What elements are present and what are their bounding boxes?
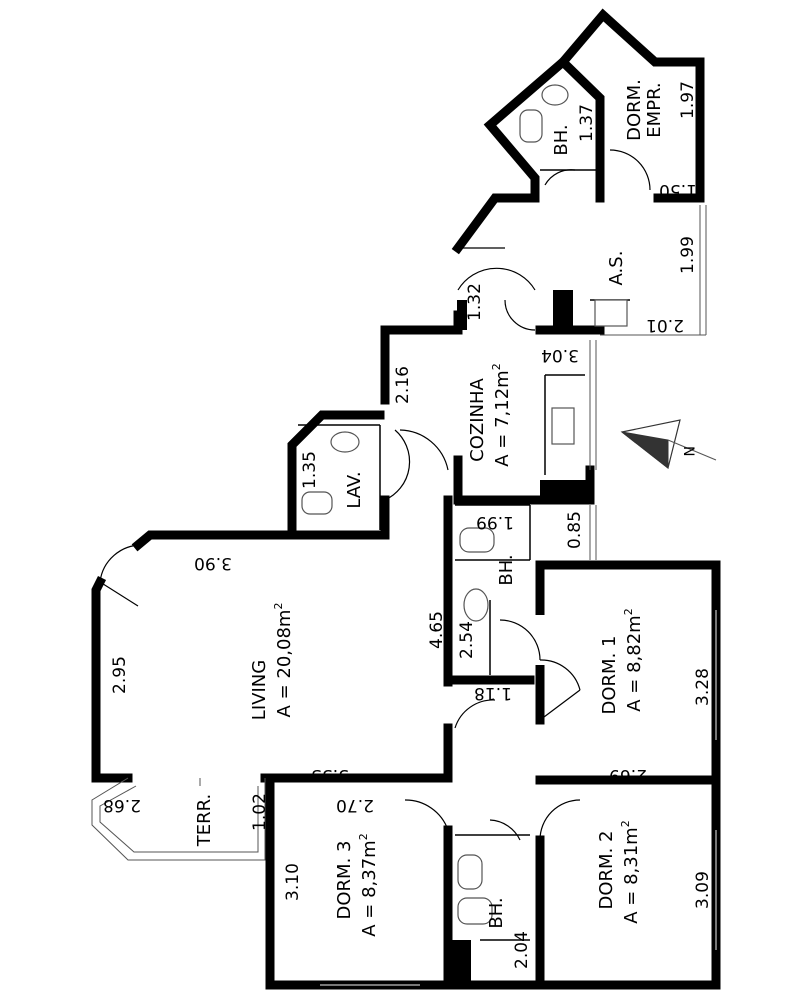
room-name-cozinha: COZINHA — [467, 377, 488, 461]
north-label: N — [680, 446, 696, 456]
door-as — [457, 267, 536, 291]
room-area-dorm2: A = 8,31m2 — [619, 820, 642, 923]
toilet-bh-bottom — [457, 897, 493, 925]
block-cozinha — [540, 480, 590, 502]
door-dorm1 — [539, 659, 581, 691]
room-area-living: A = 20,08m2 — [272, 603, 295, 718]
wall-lav — [287, 410, 385, 540]
toilet-lav — [301, 491, 333, 515]
dim-1-50: 1.50 — [659, 180, 697, 200]
dim-2-54: 2.54 — [457, 621, 477, 659]
wall-living-top — [131, 530, 390, 552]
wall-blocks — [449, 290, 590, 986]
door-dorm2 — [539, 799, 581, 841]
dim-2-04: 2.04 — [512, 931, 532, 969]
sink-lav — [330, 431, 360, 453]
door-hall — [454, 699, 496, 729]
door-bh-mid — [499, 619, 541, 661]
room-name-dorm1: DORM. 1 — [599, 636, 620, 715]
dimension-labels: 3.90 5.53 2.68 2.70 1.99 1.18 2.69 3.04 … — [103, 81, 713, 969]
dim-2-68: 2.68 — [103, 795, 141, 815]
dim-3-90: 3.90 — [194, 553, 232, 573]
room-area-cozinha: A = 7,12m2 — [490, 363, 513, 466]
toilet-bh-mid — [459, 527, 495, 553]
windows — [91, 169, 717, 986]
wall-living-left — [91, 575, 133, 783]
north-arrow-icon: N — [620, 419, 717, 470]
room-name-bh-top: BH. — [551, 124, 572, 155]
door-bh-bottom — [489, 819, 521, 841]
room-name-empr-1: DORM. — [624, 79, 645, 141]
dim-1-18: 1.18 — [474, 683, 512, 703]
room-name-terr: TERR. — [194, 794, 215, 847]
dim-0-85: 0.85 — [565, 511, 585, 549]
door-empr — [609, 149, 651, 191]
dim-1-02: 1.02 — [250, 793, 270, 831]
dim-2-16: 2.16 — [393, 366, 413, 404]
toilet-bh-top — [519, 109, 543, 143]
dim-3-10: 3.10 — [283, 863, 303, 901]
wall-empr — [556, 8, 705, 203]
room-area-dorm3: A = 8,37m2 — [357, 833, 380, 936]
room-labels: LIVING A = 20,08m2 COZINHA A = 7,12m2 DO… — [194, 79, 665, 937]
room-name-living: LIVING — [249, 660, 270, 720]
dim-1-37: 1.37 — [577, 104, 597, 142]
dim-1-99a: 1.99 — [476, 512, 514, 532]
room-area-dorm1: A = 8,82m2 — [622, 608, 645, 711]
room-name-empr-2: EMPR. — [644, 82, 665, 137]
room-name-dorm3: DORM. 3 — [334, 841, 355, 920]
dim-3-28: 3.28 — [693, 668, 713, 706]
sink-bh-bottom — [457, 854, 483, 890]
wall-bh-top — [451, 55, 605, 255]
dim-1-97: 1.97 — [678, 81, 698, 119]
dim-3-09: 3.09 — [693, 871, 713, 909]
fixtures — [301, 84, 628, 925]
block-as — [553, 290, 573, 330]
dim-2-69: 2.69 — [609, 765, 647, 785]
dim-1-32: 1.32 — [465, 283, 485, 321]
room-name-dorm2: DORM. 2 — [596, 831, 617, 910]
room-name-bh-mid: BH. — [496, 554, 517, 585]
sink-bh-mid — [463, 588, 489, 622]
sink-bh-top — [541, 84, 569, 106]
dim-3-04: 3.04 — [541, 345, 579, 365]
door-entry — [99, 544, 143, 583]
door-cozinha — [399, 429, 449, 471]
dim-1-99b: 1.99 — [678, 236, 698, 274]
door-dorm3 — [404, 799, 449, 831]
dim-2-70: 2.70 — [336, 795, 374, 815]
room-name-lav: LAV. — [344, 471, 365, 508]
room-name-bh-bottom: BH. — [486, 897, 507, 928]
block-cozinha-top — [457, 300, 467, 330]
room-name-as: A.S. — [606, 251, 627, 286]
dim-5-53: 5.53 — [311, 765, 349, 785]
dim-2-95: 2.95 — [110, 656, 130, 694]
dim-2-01: 2.01 — [646, 315, 684, 335]
dim-4-65: 4.65 — [427, 611, 447, 649]
terrace-outline — [91, 777, 266, 861]
tank-as — [594, 299, 628, 327]
doors — [99, 149, 651, 841]
door-bh-top — [544, 169, 576, 186]
sink-cozinha — [551, 407, 575, 445]
block-bh-bottom — [449, 940, 471, 986]
dim-1-35: 1.35 — [300, 451, 320, 489]
door-lav — [384, 429, 411, 501]
